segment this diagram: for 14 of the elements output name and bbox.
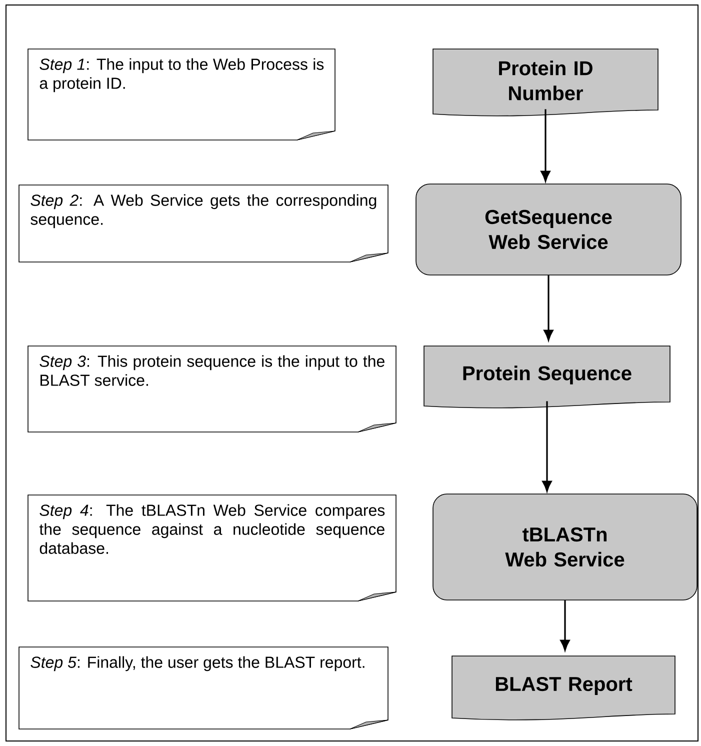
arrow	[542, 401, 552, 492]
document-box: Protein ID Number	[432, 48, 658, 116]
arrow	[560, 600, 570, 651]
document-box: BLAST Report	[452, 656, 676, 720]
process-box: GetSequence Web Service	[416, 184, 682, 276]
note-box: Step 2: A Web Service gets the corresponding sequence.	[18, 184, 388, 262]
arrow	[540, 109, 550, 182]
note-box: Step 4: The tBLASTn Web Service compares the sequence against a nucleotide sequence database.	[28, 494, 396, 602]
process-box: tBLASTn Web Service	[432, 494, 698, 600]
document-box: Protein Sequence	[424, 346, 670, 408]
note-box: Step 3: This protein sequence is the input to the BLAST service.	[28, 346, 396, 432]
note-box: Step 1: The input to the Web Process is a protein ID.	[28, 48, 336, 140]
arrow	[544, 275, 554, 341]
note-box: Step 5: Finally, the user gets the BLAST report.	[18, 646, 388, 730]
